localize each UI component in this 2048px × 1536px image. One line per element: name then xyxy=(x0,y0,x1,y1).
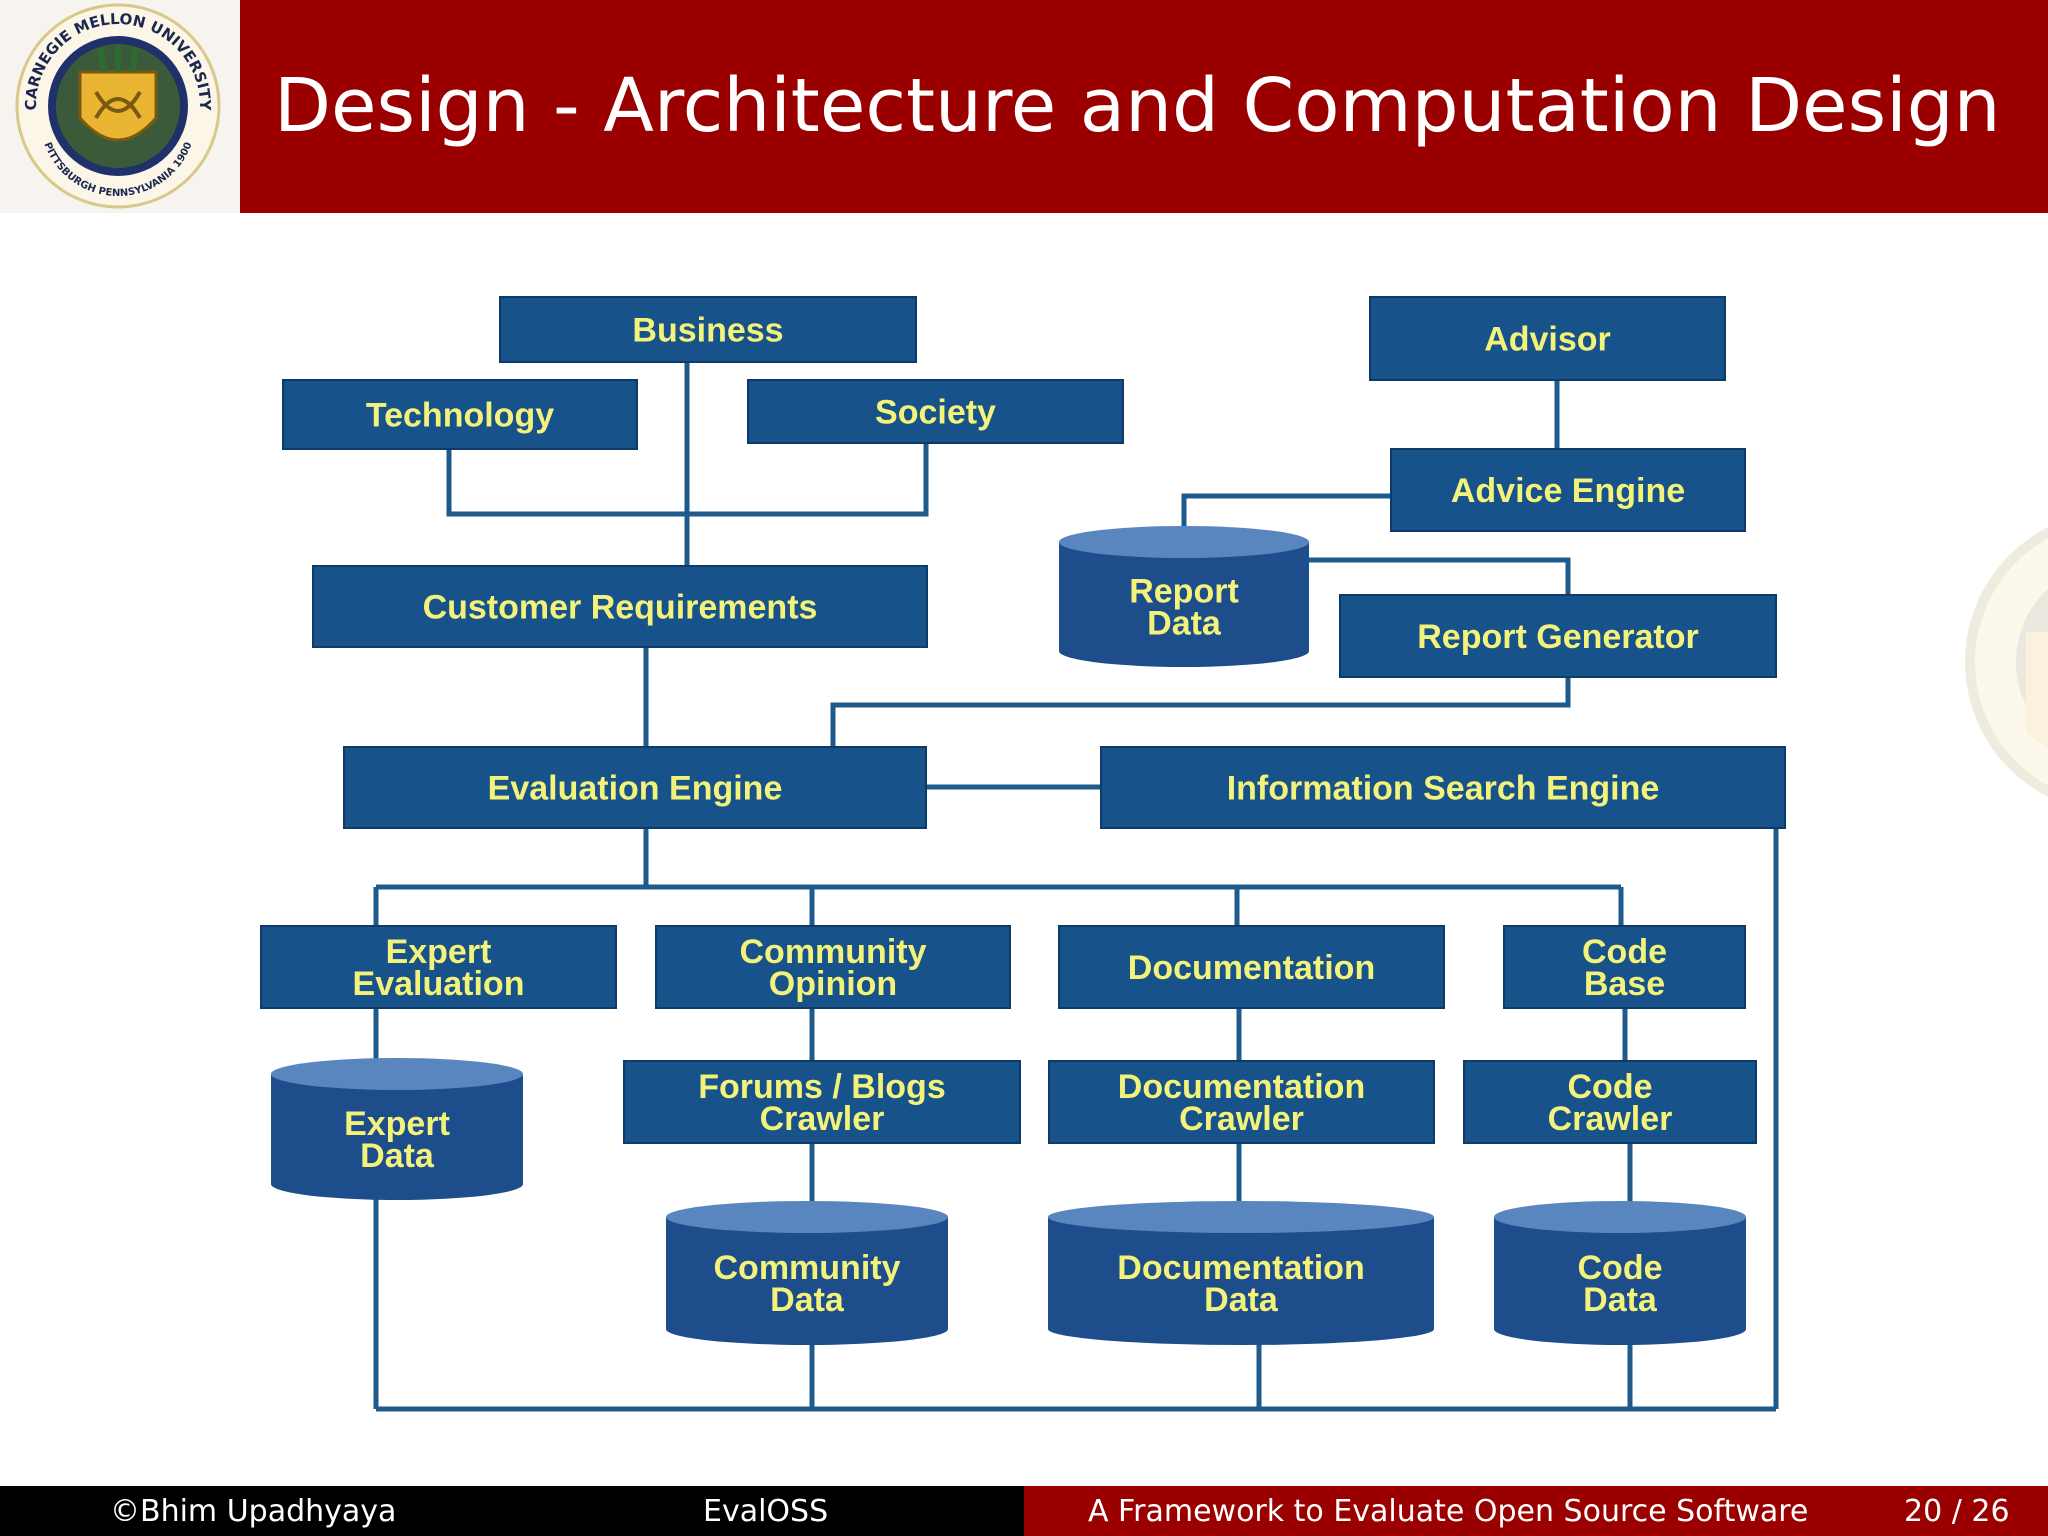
cylinder-body xyxy=(1059,542,1309,667)
box-shape xyxy=(655,925,1011,1009)
university-seal-panel: CARNEGIE MELLON UNIVERSITY PITTSBURGH PE… xyxy=(0,0,240,213)
box-shape xyxy=(1339,594,1777,678)
box-shape xyxy=(1058,925,1445,1009)
node-customer-requirements: Customer Requirements xyxy=(312,565,928,648)
cylinder-body xyxy=(1494,1217,1746,1345)
node-advisor: Advisor xyxy=(1369,296,1726,381)
node-label: Business xyxy=(632,312,783,350)
box-shape xyxy=(1369,296,1726,381)
node-label: Base xyxy=(1584,965,1665,1003)
node-technology: Technology xyxy=(282,379,638,450)
slide-title: Design - Architecture and Computation De… xyxy=(274,63,2001,149)
node-information-search-engine: Information Search Engine xyxy=(1100,746,1786,829)
node-label: Community xyxy=(714,1249,901,1287)
node-label: Documentation xyxy=(1117,1249,1364,1287)
footer-short-title: EvalOSS xyxy=(703,1494,829,1529)
box-shape xyxy=(1100,746,1786,829)
seal-watermark xyxy=(1965,527,2048,797)
node-report-generator: Report Generator xyxy=(1339,594,1777,678)
node-label: Report Generator xyxy=(1417,618,1699,656)
node-label: Data xyxy=(1204,1281,1279,1319)
box-shape xyxy=(1463,1060,1757,1144)
university-seal-logo: CARNEGIE MELLON UNIVERSITY PITTSBURGH PE… xyxy=(15,3,221,209)
node-label: Technology xyxy=(366,397,554,435)
node-label: Advisor xyxy=(1484,321,1611,359)
node-label: Documentation xyxy=(1118,1068,1365,1106)
footer-author: ©Bhim Upadhyaya xyxy=(110,1494,397,1529)
node-label: Evaluation Engine xyxy=(488,770,783,808)
node-label: Documentation xyxy=(1128,949,1375,987)
slide-header xyxy=(0,0,2048,213)
footer-page-number[interactable]: 20 / 26 xyxy=(1904,1494,2010,1529)
box-shape xyxy=(1503,925,1746,1009)
node-label: Data xyxy=(1147,605,1222,643)
cylinder-top xyxy=(1048,1201,1434,1233)
node-advice-engine: Advice Engine xyxy=(1390,448,1746,532)
connector-line xyxy=(446,443,929,517)
node-label: Data xyxy=(1583,1281,1658,1319)
node-label: Data xyxy=(770,1281,845,1319)
cylinder-top xyxy=(1494,1201,1746,1233)
cylinder-body xyxy=(271,1074,523,1200)
node-evaluation-engine: Evaluation Engine xyxy=(343,746,927,829)
node-label: Information Search Engine xyxy=(1227,770,1660,808)
node-label: Report xyxy=(1129,573,1239,611)
box-shape xyxy=(1048,1060,1435,1144)
node-label: Crawler xyxy=(1548,1100,1673,1138)
slide-footer: ©Bhim Upadhyaya EvalOSS A Framework to E… xyxy=(0,1486,2048,1536)
connector-line xyxy=(830,677,1571,747)
box-shape xyxy=(282,379,638,450)
node-label: Society xyxy=(875,394,996,432)
node-label: Community xyxy=(740,933,927,971)
cylinder-body xyxy=(1048,1217,1434,1345)
node-documentation: Documentation xyxy=(1058,925,1445,1009)
node-label: Evaluation xyxy=(353,965,525,1003)
box-shape xyxy=(1390,448,1746,532)
node-label: Forums / Blogs xyxy=(698,1068,945,1106)
cylinder-top xyxy=(666,1201,948,1233)
node-business: Business xyxy=(499,296,917,363)
box-shape xyxy=(499,296,917,363)
node-label: Code xyxy=(1568,1068,1653,1106)
box-shape xyxy=(747,379,1124,444)
node-label: Crawler xyxy=(1179,1100,1304,1138)
connector-line xyxy=(1181,493,1391,534)
cylinder-body xyxy=(666,1217,948,1345)
footer-left-band xyxy=(0,1486,1024,1536)
node-label: Advice Engine xyxy=(1451,472,1685,510)
box-shape xyxy=(260,925,617,1009)
node-label: Code xyxy=(1578,1249,1663,1287)
box-shape xyxy=(343,746,927,829)
box-shape xyxy=(623,1060,1021,1144)
footer-full-title: A Framework to Evaluate Open Source Soft… xyxy=(1088,1494,1809,1529)
node-label: Expert xyxy=(386,933,492,971)
connector-line xyxy=(1309,557,1571,595)
box-shape xyxy=(312,565,928,648)
node-label: Code xyxy=(1582,933,1667,971)
node-label: Crawler xyxy=(760,1100,885,1138)
node-label: Expert xyxy=(344,1105,450,1143)
footer-right-band xyxy=(1024,1486,2048,1536)
node-label: Opinion xyxy=(769,965,897,1003)
cylinder-top xyxy=(1059,526,1309,558)
node-label: Data xyxy=(360,1137,435,1175)
cylinder-top xyxy=(271,1058,523,1090)
node-label: Customer Requirements xyxy=(423,589,818,627)
node-society: Society xyxy=(747,379,1124,444)
